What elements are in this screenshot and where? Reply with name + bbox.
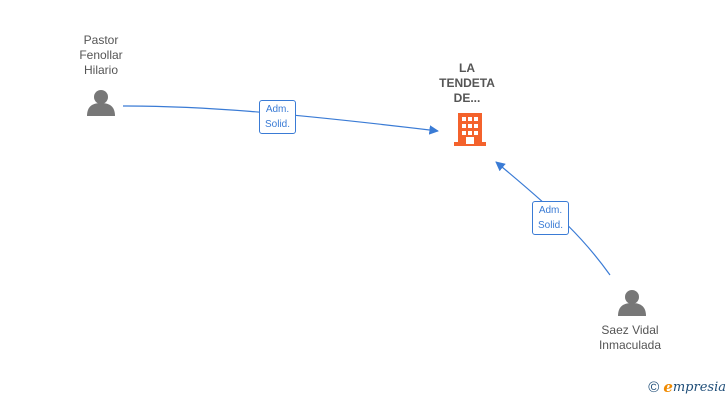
edge-person1-company [122, 105, 439, 135]
edge-label: Adm. Solid. [259, 100, 297, 134]
copyright-icon: © [648, 378, 660, 396]
person-icon[interactable] [618, 290, 646, 316]
brand-name: mpresia [672, 379, 726, 395]
person-icon[interactable] [87, 90, 115, 116]
company-label[interactable]: LA TENDETA DE... [439, 61, 495, 105]
person-label[interactable]: Saez Vidal Inmaculada [598, 323, 662, 352]
edge-label: Adm. Solid. [532, 201, 570, 235]
brand-footer: © e mpresia [648, 378, 726, 396]
brand-initial: e [663, 378, 673, 396]
person-label[interactable]: Pastor Fenollar Hilario [79, 33, 123, 77]
building-icon[interactable] [454, 113, 486, 146]
